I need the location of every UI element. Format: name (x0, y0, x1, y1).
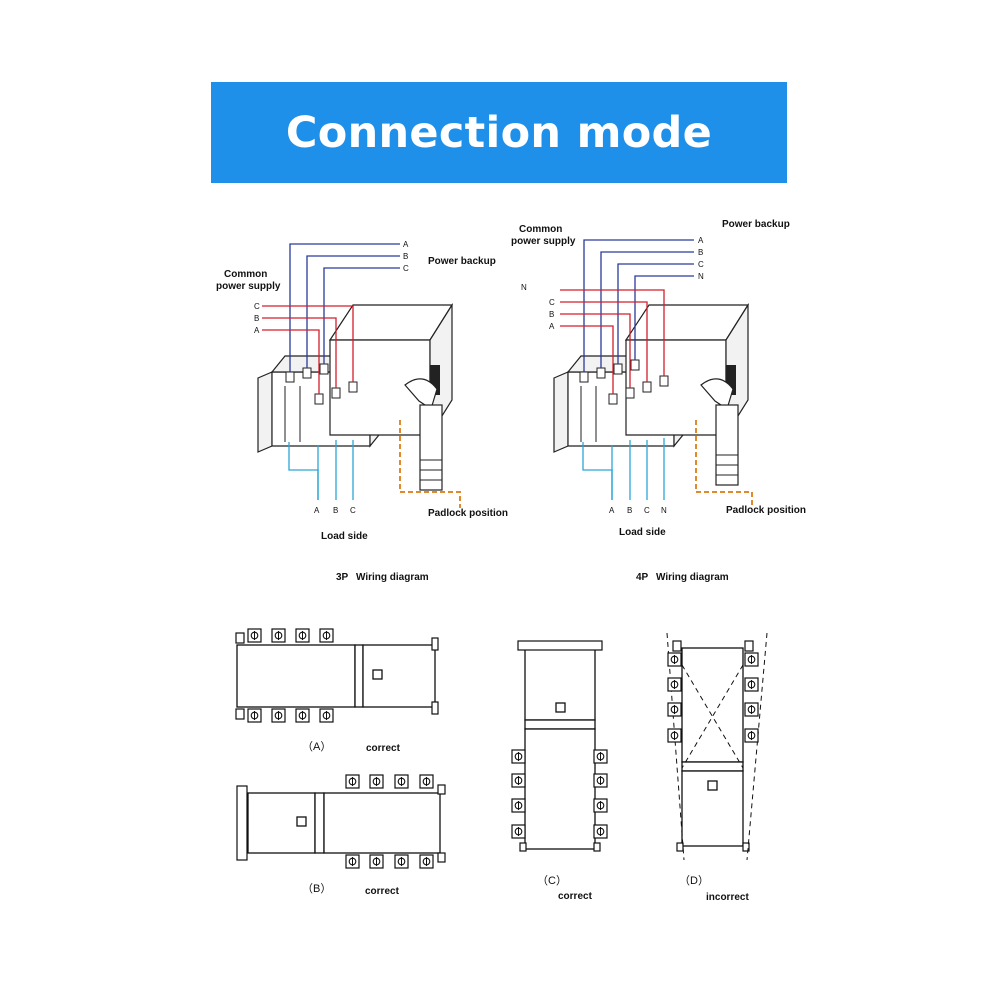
terminal-block (511, 773, 526, 788)
terminal-block (744, 652, 759, 667)
terminal-block (744, 702, 759, 717)
backup-phase-label: B (403, 252, 408, 261)
terminal-block (247, 628, 262, 643)
caption-3p: Wiring diagram (356, 572, 429, 583)
terminal-block (744, 677, 759, 692)
caption-4p: Wiring diagram (656, 572, 729, 583)
terminal-block (667, 677, 682, 692)
caption-prefix-3p: 3P (336, 572, 349, 583)
load-phase-label: C (644, 506, 650, 515)
mounting-label-c: （C） (537, 874, 567, 887)
mounting-c (517, 640, 603, 852)
mounting-label-b: （B） (302, 882, 331, 895)
device-3p (257, 302, 454, 491)
terminal-block (511, 824, 526, 839)
mounting-d (666, 632, 768, 861)
padlock-label-3p: Padlock position (428, 508, 508, 519)
diagram-3p: Common power supply Power backup A B C C… (216, 240, 508, 583)
terminal-block (271, 708, 286, 723)
backup-phase-label: N (698, 272, 704, 281)
backup-phase-label: A (403, 240, 409, 249)
mounting-label-d: （D） (679, 874, 709, 887)
page-title: Connection mode (285, 107, 713, 158)
padlock-label-4p: Padlock position (726, 505, 806, 516)
terminal-block (419, 854, 434, 869)
terminal-block (511, 798, 526, 813)
mounting-verdict-a: correct (366, 743, 401, 754)
terminal-block (271, 628, 286, 643)
mounting-b (236, 784, 446, 863)
terminal-block (369, 774, 384, 789)
mounting-label-a: （A） (302, 740, 331, 753)
terminal-block (295, 628, 310, 643)
common-neutral-label: N (521, 283, 527, 292)
common-phase-label: C (254, 302, 260, 311)
terminal-block (593, 824, 608, 839)
terminal-block (593, 798, 608, 813)
backup-phase-label: C (403, 264, 409, 273)
load-phase-label: B (627, 506, 632, 515)
terminal-block (369, 854, 384, 869)
terminal-blocks (247, 628, 759, 869)
common-power-supply-label-3p: Common (224, 269, 267, 280)
terminal-block (667, 728, 682, 743)
load-side-label-3p: Load side (321, 531, 368, 542)
common-phase-label: B (254, 314, 259, 323)
terminal-block (394, 774, 409, 789)
terminal-block (667, 652, 682, 667)
backup-phase-label: A (698, 236, 704, 245)
terminal-block (744, 728, 759, 743)
mounting-a (235, 632, 439, 720)
terminal-block (247, 708, 262, 723)
terminal-block (419, 774, 434, 789)
common-phase-label: B (549, 310, 554, 319)
caption-prefix-4p: 4P (636, 572, 649, 583)
load-phase-label: C (350, 506, 356, 515)
terminal-block (667, 702, 682, 717)
mounting-verdict-b: correct (365, 886, 400, 897)
load-phase-label: B (333, 506, 338, 515)
terminal-block (319, 628, 334, 643)
common-phase-label: A (549, 322, 555, 331)
power-backup-label-3p: Power backup (428, 256, 496, 267)
title-banner: Connection mode (211, 82, 787, 183)
backup-phase-label: C (698, 260, 704, 269)
common-power-supply-label-3p-2: power supply (216, 281, 281, 292)
mounting-verdict-c: correct (558, 891, 593, 902)
diagram-4p: Common power supply Power backup A B C N… (511, 219, 806, 583)
terminal-block (345, 774, 360, 789)
common-phase-label: C (549, 298, 555, 307)
terminal-block (394, 854, 409, 869)
common-power-supply-label-4p-2: power supply (511, 236, 576, 247)
load-phase-label: A (314, 506, 320, 515)
terminal-block (593, 749, 608, 764)
common-power-supply-label-4p: Common (519, 224, 562, 235)
device-4p (553, 302, 750, 486)
terminal-block (295, 708, 310, 723)
terminal-block (511, 749, 526, 764)
common-phase-label: A (254, 326, 260, 335)
load-phase-label: A (609, 506, 615, 515)
load-side-label-4p: Load side (619, 527, 666, 538)
load-phase-label: N (661, 506, 667, 515)
power-backup-label-4p: Power backup (722, 219, 790, 230)
backup-phase-label: B (698, 248, 703, 257)
mounting-verdict-d: incorrect (706, 892, 749, 903)
terminal-block (593, 773, 608, 788)
terminal-block (319, 708, 334, 723)
terminal-block (345, 854, 360, 869)
